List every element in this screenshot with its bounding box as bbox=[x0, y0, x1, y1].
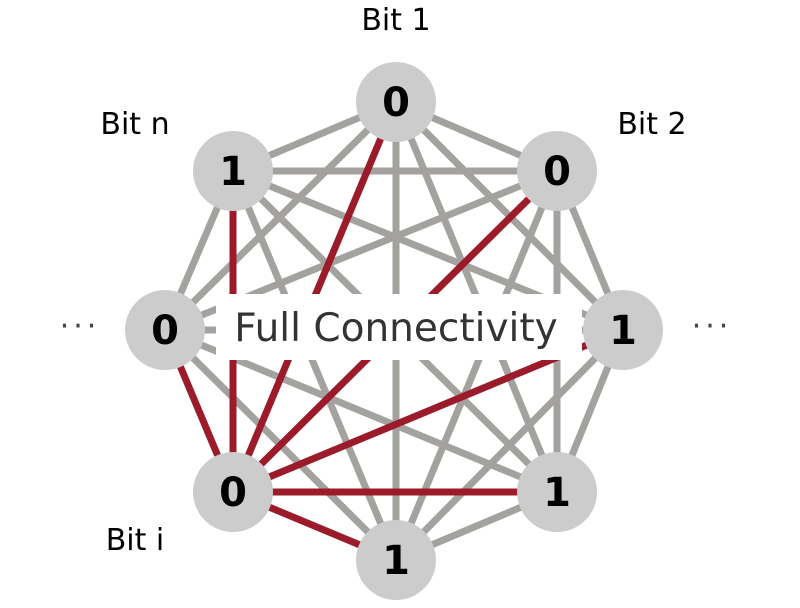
node-circle bbox=[583, 290, 663, 370]
node-circle bbox=[517, 452, 597, 532]
node-value: 1 bbox=[609, 308, 637, 354]
node-circle bbox=[356, 520, 436, 600]
node-value: 0 bbox=[382, 80, 410, 126]
bit-label-top-right: Bit 2 bbox=[617, 107, 686, 142]
node-value: 1 bbox=[382, 538, 410, 584]
node-circle bbox=[517, 131, 597, 211]
center-label-box bbox=[216, 294, 582, 360]
bit-label-bottom-left: Bit i bbox=[106, 523, 165, 558]
node-layer: 0 0 1 1 1 0 0 1 bbox=[125, 62, 663, 600]
node-bit-2: 0 bbox=[517, 131, 597, 211]
node-circle bbox=[125, 290, 205, 370]
node-left: 0 bbox=[125, 290, 205, 370]
node-right: 1 bbox=[583, 290, 663, 370]
node-bottom: 1 bbox=[356, 520, 436, 600]
node-bit-i: 0 bbox=[193, 452, 273, 532]
bit-label-top: Bit 1 bbox=[361, 3, 430, 38]
node-value: 0 bbox=[543, 149, 571, 195]
node-bit-n: 1 bbox=[193, 131, 273, 211]
ellipsis-left: ··· bbox=[60, 309, 101, 344]
node-value: 1 bbox=[543, 470, 571, 516]
node-bit-1: 0 bbox=[356, 62, 436, 142]
node-circle bbox=[193, 452, 273, 532]
bit-label-top-left: Bit n bbox=[100, 107, 169, 142]
node-value: 1 bbox=[219, 149, 247, 195]
node-circle bbox=[356, 62, 436, 142]
ellipsis-right: ··· bbox=[692, 309, 733, 344]
center-label: Full Connectivity bbox=[234, 306, 557, 351]
node-bottom-right: 1 bbox=[517, 452, 597, 532]
node-value: 0 bbox=[151, 308, 179, 354]
node-value: 0 bbox=[219, 470, 247, 516]
node-circle bbox=[193, 131, 273, 211]
